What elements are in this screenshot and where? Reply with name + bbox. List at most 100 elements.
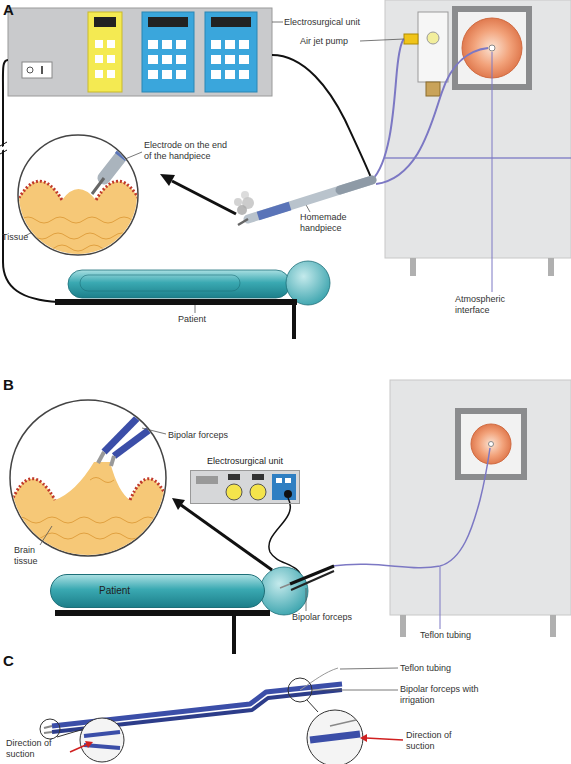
electrosurgical-unit: [252, 474, 264, 480]
electrosurgical-unit: [225, 55, 235, 64]
electrosurgical-unit: [250, 484, 266, 500]
callout-label: Homemade handpiece: [300, 212, 360, 234]
zoom-inset: [10, 400, 170, 560]
electrosurgical-unit: [8, 8, 272, 96]
callout-label: Brain tissue: [14, 545, 54, 567]
magnifier-circle: [288, 678, 312, 702]
zoom-inset: [15, 132, 142, 260]
electrosurgical-unit: [148, 17, 188, 27]
instrument-cabinet: [548, 258, 554, 276]
instrument-cabinet: [489, 442, 494, 447]
zoom-inset: [12, 517, 156, 523]
instrument-cabinet: [471, 424, 511, 464]
irrigation-forceps: [44, 726, 52, 728]
bipolar-forceps: [280, 584, 290, 588]
electrosurgical-unit: [148, 40, 158, 49]
electrosurgical-unit: [162, 70, 172, 79]
callout-label: Electrosurgical unit: [284, 17, 379, 28]
patient-figure: [260, 567, 308, 615]
instrument-cabinet: [410, 258, 416, 276]
electrosurgical-unit: [239, 70, 249, 79]
electrosurgical-unit: [162, 55, 172, 64]
bipolar-forceps: [280, 566, 334, 590]
zoom-inset: [10, 479, 55, 505]
electrosurgical-unit: [196, 476, 218, 484]
zoom-inset: [15, 181, 142, 260]
callout-label: Teflon tubing: [420, 630, 500, 641]
suction-arrow: [70, 734, 403, 752]
electrosurgical-unit: [95, 70, 103, 78]
forceps-cable: [332, 448, 490, 568]
electrosurgical-unit: [284, 490, 292, 498]
electrical-wire: [0, 142, 7, 146]
patient-figure: [55, 261, 330, 339]
electrosurgical-unit: [142, 12, 194, 92]
patient-figure: [286, 261, 330, 305]
patient-figure: [55, 610, 270, 616]
air-jet-pump: [426, 82, 440, 96]
electrosurgical-unit: [94, 17, 116, 27]
zoom-inset: [104, 132, 140, 178]
electrosurgical-unit: [276, 478, 282, 483]
magnifier-circle: [310, 734, 360, 740]
handpiece: [234, 198, 242, 206]
electrosurgical-unit: [211, 17, 251, 27]
panel-letter: A: [3, 1, 27, 18]
electrosurgical-unit: [41, 66, 43, 74]
electrosurgical-unit: [272, 474, 296, 500]
instrument-cabinet: [385, 0, 571, 276]
electrosurgical-unit: [22, 62, 52, 78]
electrosurgical-unit: [95, 40, 103, 48]
callout-label: Bipolar forceps: [292, 612, 372, 623]
callout-label: Direction of suction: [6, 738, 66, 760]
electrosurgical-unit: [176, 70, 186, 79]
suction-arrow: [366, 738, 403, 740]
panel-letter: B: [3, 376, 27, 393]
zoom-arrow: [172, 498, 185, 510]
electrosurgical-unit: [88, 12, 122, 92]
callout-label: Bipolar forceps: [168, 430, 238, 441]
zoom-inset: [15, 132, 142, 260]
zoom-arrow: [160, 174, 175, 186]
zoom-inset: [130, 479, 170, 505]
instrument-cabinet: [461, 414, 521, 474]
patient-figure: [80, 275, 240, 291]
zoom-inset: [20, 217, 132, 223]
electrosurgical-unit: [226, 484, 242, 500]
electrosurgical-unit: [239, 55, 249, 64]
leader-line: [360, 39, 404, 41]
electrosurgical-unit: [225, 40, 235, 49]
electrosurgical-unit: [190, 470, 300, 504]
zoom-arrow: [172, 498, 272, 570]
zoom-inset: [96, 181, 142, 205]
zoom-inset: [10, 405, 170, 560]
patient-figure: [68, 270, 290, 298]
body-label: Patient: [99, 575, 130, 607]
zoom-inset: [90, 478, 114, 483]
electrical-wire: [0, 150, 7, 154]
magnifier-circle: [40, 678, 363, 764]
instrument-cabinet: [390, 380, 571, 637]
callout-label: Teflon tubing: [400, 663, 480, 674]
electrosurgical-unit: [95, 55, 103, 63]
zoom-inset: [22, 245, 118, 251]
zoom-inset: [92, 178, 104, 194]
leader-line: [340, 668, 398, 669]
electrosurgical-unit: [228, 474, 240, 480]
electrosurgical-unit: [190, 470, 300, 504]
leader-line: [312, 668, 398, 690]
zoom-arrow: [160, 174, 236, 214]
instrument-cabinet: [550, 615, 556, 637]
electrosurgical-unit: [8, 8, 272, 96]
electrosurgical-unit: [205, 12, 257, 92]
leader-line: [40, 526, 52, 545]
patient-figure: [55, 299, 297, 305]
electrosurgical-unit: [107, 55, 115, 63]
electrosurgical-unit: [162, 40, 172, 49]
irrigation-forceps: [44, 732, 52, 733]
electrosurgical-unit: [211, 55, 221, 64]
air-jet-pump: [404, 34, 418, 44]
magnifier-circle: [307, 700, 318, 712]
instrument-cabinet: [400, 615, 406, 637]
